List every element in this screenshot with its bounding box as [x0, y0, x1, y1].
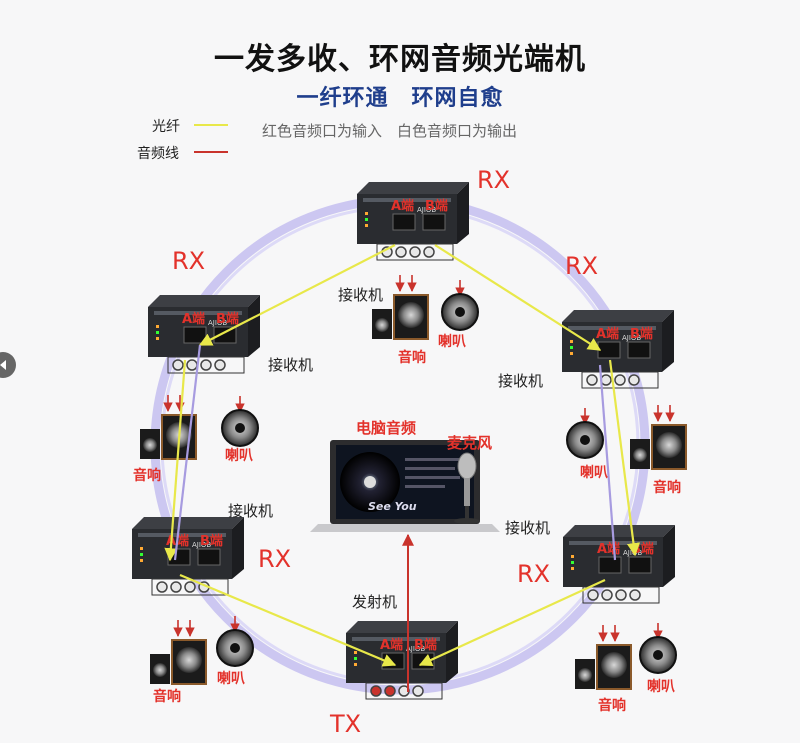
port-a-label: A端 [597, 541, 620, 557]
speaker-set [575, 623, 677, 690]
speaker-set [372, 275, 479, 340]
horn-caption-top: 喇叭 [438, 334, 466, 350]
audio-port [601, 589, 613, 601]
rx-label-top: RX [477, 166, 511, 194]
port-a-label: A端 [596, 326, 619, 342]
audio-port [586, 374, 598, 386]
speaker-caption-left-lower: 音响 [153, 689, 181, 705]
legend-audio-label: 音频线 [137, 146, 179, 162]
audio-port [614, 374, 626, 386]
fiber-link [608, 359, 641, 557]
speaker-set [150, 616, 254, 685]
port-b-label: B端 [200, 533, 223, 549]
audio-port [172, 359, 184, 371]
audio-port [628, 374, 640, 386]
fiber-link [173, 344, 202, 561]
receiver-caption-left-lower: 接收机 [228, 502, 274, 520]
laptop [310, 440, 500, 532]
device-brand: AJIOB [406, 645, 425, 653]
port-note: 红色音频口为输入 白色音频口为输出 [262, 122, 518, 140]
device-brand: AJIOB [417, 206, 436, 214]
audio-port [170, 581, 182, 593]
receiver-caption-left-upper: 接收机 [268, 356, 314, 374]
rx-label-right-lower: RX [517, 560, 551, 588]
device-brand: AJIOB [622, 334, 641, 342]
receiver-caption-right-upper: 接收机 [498, 372, 544, 390]
fiber-link [418, 579, 606, 667]
speaker-caption-right-lower: 音响 [598, 698, 626, 714]
device-brand: AJIOB [192, 541, 211, 549]
port-b-label: B端 [425, 198, 448, 214]
fiber-link [598, 364, 617, 561]
receiver-caption-right-lower: 接收机 [505, 519, 551, 537]
rx-label-left-upper: RX [172, 247, 206, 275]
page-subtitle: 一纤环通 环网自愈 [296, 86, 504, 111]
fiber-link [179, 573, 397, 667]
port-a-label: A端 [182, 311, 205, 327]
horn-caption-left-lower: 喇叭 [217, 671, 245, 687]
horn-caption-right-lower: 喇叭 [647, 679, 675, 695]
computer-audio-label: 电脑音频 [356, 419, 417, 437]
speaker-set [566, 405, 687, 470]
horn-caption-left-upper: 喇叭 [225, 448, 253, 464]
scroll-left-icon[interactable] [0, 352, 16, 378]
legend-fiber-label: 光纤 [152, 119, 180, 135]
port-a-label: A端 [380, 637, 403, 653]
speaker-caption-top: 音响 [398, 350, 426, 366]
audio-port [629, 589, 641, 601]
audio-port [412, 685, 424, 697]
page-title: 一发多收、环网音频光端机 [214, 42, 586, 77]
audio-port [384, 685, 396, 697]
receiver-caption-top: 接收机 [338, 286, 384, 304]
audio-port [395, 246, 407, 258]
rx-label-right-upper: RX [565, 252, 599, 280]
audio-port [186, 359, 198, 371]
audio-port [409, 246, 421, 258]
fiber-link [198, 244, 396, 346]
port-b-label: B端 [216, 311, 239, 327]
audio-port [423, 246, 435, 258]
tx-label: TX [330, 710, 362, 738]
audio-port [615, 589, 627, 601]
device-brand: AJIOB [208, 319, 227, 327]
audio-port [200, 359, 212, 371]
audio-port [214, 359, 226, 371]
fiber-link [164, 359, 187, 562]
transmitter-caption: 发射机 [352, 593, 398, 611]
speaker-caption-right-upper: 音响 [653, 480, 681, 496]
screen-text: See You [368, 500, 417, 513]
speaker-caption-left-upper: 音响 [133, 468, 161, 484]
microphone [454, 452, 480, 524]
port-a-label: A端 [391, 198, 414, 214]
microphone-label: 麦克风 [447, 434, 493, 452]
port-b-label: B端 [630, 326, 653, 342]
rx-label-left-lower: RX [258, 545, 292, 573]
audio-port [587, 589, 599, 601]
audio-port [370, 685, 382, 697]
audio-port [184, 581, 196, 593]
port-b-label: B端 [414, 637, 437, 653]
fiber-link [434, 244, 602, 351]
fiber-links [164, 244, 641, 667]
horn-caption-right-upper: 喇叭 [580, 465, 608, 481]
audio-port [156, 581, 168, 593]
